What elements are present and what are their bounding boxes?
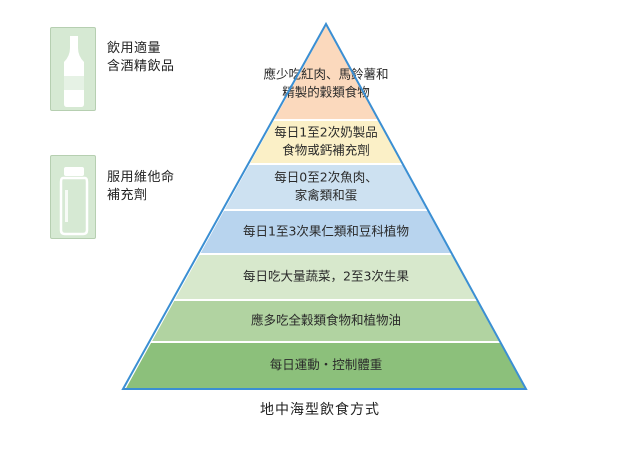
vitamin-note: 服用維他命 補充劑 — [107, 169, 175, 205]
alcohol-note: 飲用適量 含酒精飲品 — [107, 40, 175, 76]
pyramid-tiers — [122, 21, 530, 390]
diagram-caption: 地中海型飲食方式 — [260, 402, 380, 418]
pyramid-tier-3-label-2: 家禽類和蛋 — [295, 188, 358, 203]
pyramid-tier-7-label-1: 每日運動・控制體重 — [270, 357, 383, 372]
pyramid-labels: 應少吃紅肉、馬鈴薯和精製的穀類食物每日1至2次奶製品食物或鈣補充劑每日0至2次魚… — [243, 67, 409, 373]
vitamin-note-icon-box — [50, 155, 96, 239]
alcohol-note-line-1: 飲用適量 — [107, 41, 162, 56]
alcohol-note-icon-box — [50, 27, 96, 111]
pyramid-tier-1-label-1: 應少吃紅肉、馬鈴薯和 — [263, 67, 388, 82]
vitamin-note-line-1: 服用維他命 — [107, 170, 175, 185]
vitamin-note-line-2: 補充劑 — [107, 188, 148, 203]
pyramid-outline — [121, 21, 528, 390]
jar-icon — [59, 167, 89, 236]
bottle-icon — [64, 36, 84, 107]
pyramid-tier-1-label-2: 精製的穀類食物 — [282, 85, 370, 100]
pyramid-tier-5-label-1: 每日吃大量蔬菜，2至3次生果 — [243, 269, 409, 284]
pyramid-tier-2-label-1: 每日1至2次奶製品 — [274, 125, 377, 140]
pyramid-tier-2-label-2: 食物或鈣補充劑 — [282, 143, 370, 158]
pyramid-tier-3-label-1: 每日0至2次魚肉、 — [274, 170, 377, 185]
pyramid-tier-4-label-1: 每日1至3次果仁類和豆科植物 — [243, 224, 409, 239]
pyramid-tier-7 — [122, 341, 530, 390]
pyramid-tier-6-label-1: 應多吃全穀類食物和植物油 — [251, 313, 401, 328]
alcohol-note-line-2: 含酒精飲品 — [107, 59, 175, 74]
